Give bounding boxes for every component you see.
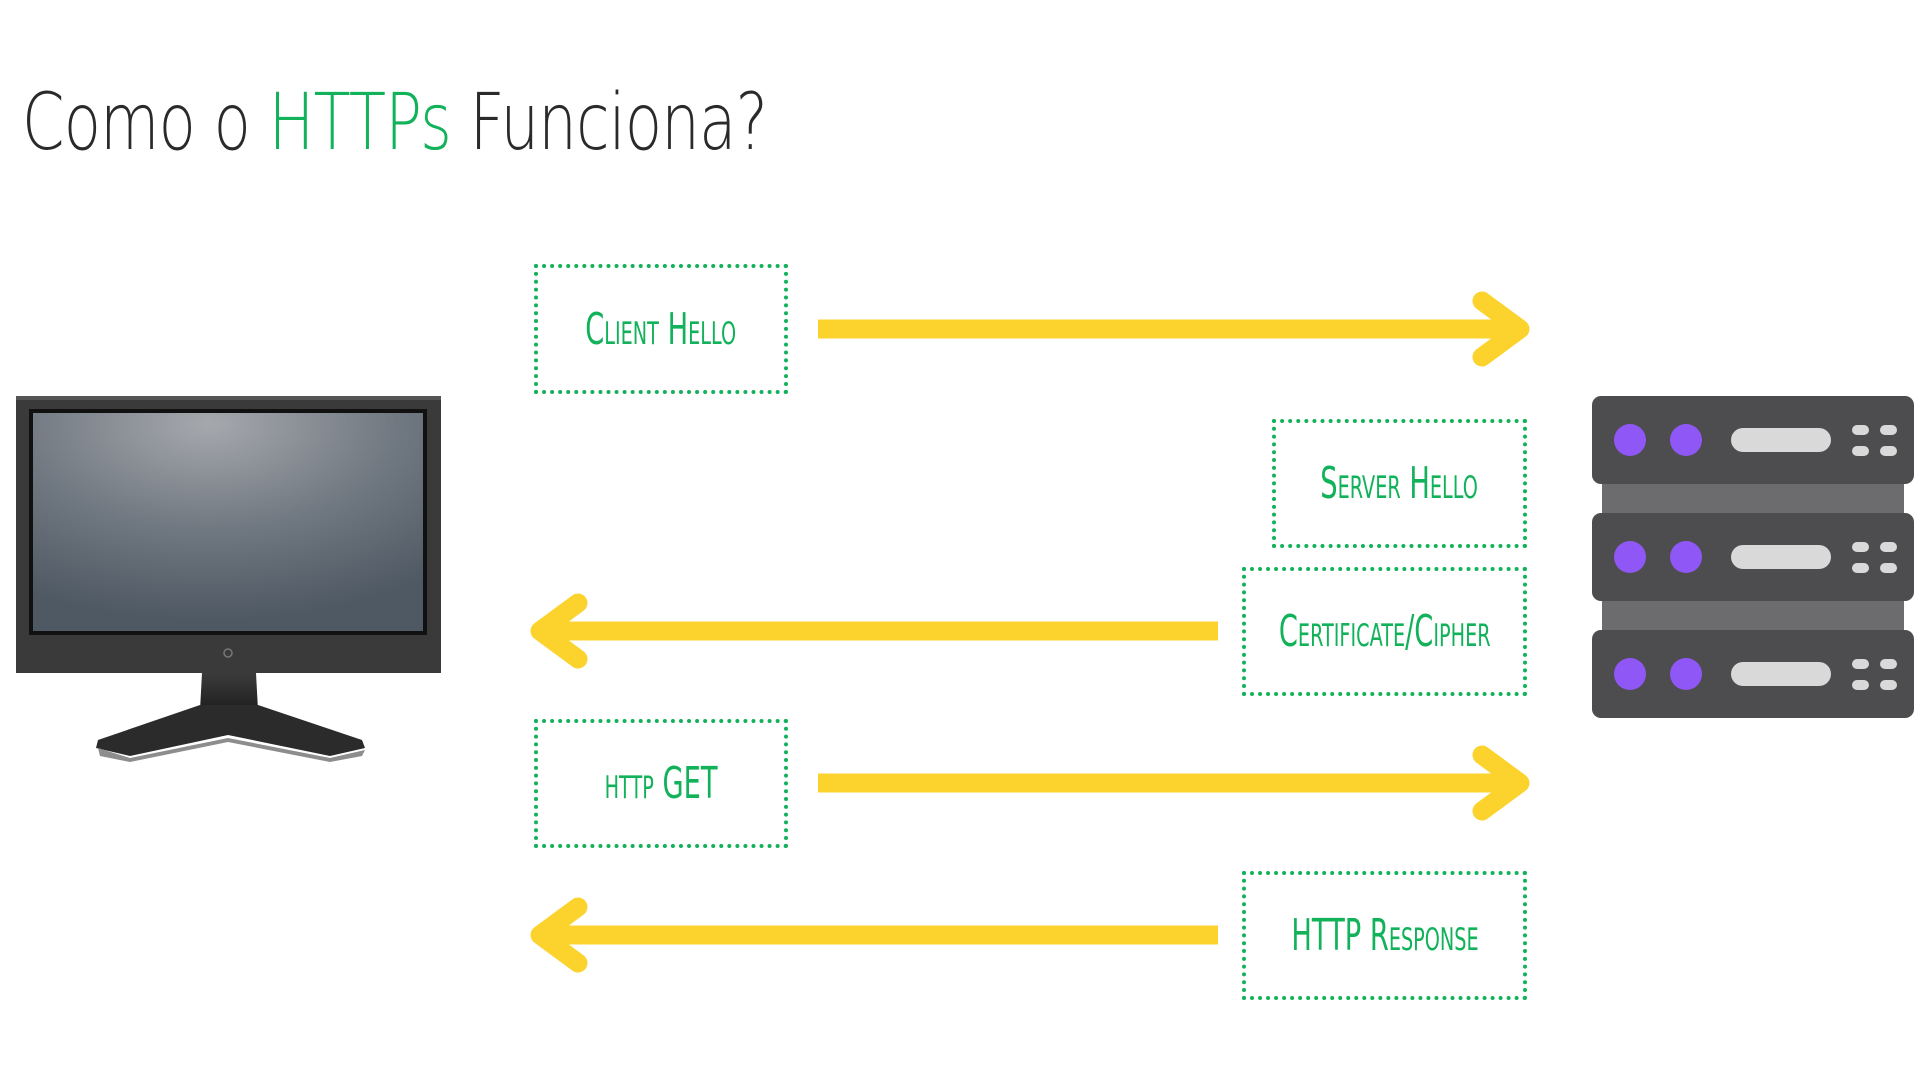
server-unit-1	[1592, 396, 1914, 484]
page-title: Como o HTTPs Funciona?	[22, 78, 768, 168]
title-prefix: Como o	[22, 78, 269, 168]
message-http-get: http GET	[534, 719, 788, 848]
message-label: Client Hello	[585, 303, 737, 355]
message-certificate-cipher: Certificate/Cipher	[1242, 567, 1527, 696]
message-client-hello: Client Hello	[534, 264, 788, 394]
server-unit-2	[1592, 513, 1914, 601]
arrow-http-get	[818, 745, 1530, 821]
message-label: Certificate/Cipher	[1278, 606, 1491, 657]
message-label: Server Hello	[1320, 458, 1479, 509]
message-label: HTTP Response	[1290, 910, 1479, 961]
message-http-response: HTTP Response	[1242, 871, 1527, 1000]
message-label: http GET	[604, 758, 718, 809]
message-server-hello: Server Hello	[1272, 419, 1527, 548]
server-unit-3	[1592, 630, 1914, 718]
arrow-client-hello	[818, 291, 1530, 367]
arrow-http-response	[530, 897, 1218, 973]
title-suffix: Funciona?	[451, 78, 768, 168]
arrow-server-hello-cert	[530, 593, 1218, 669]
title-accent: HTTPs	[268, 78, 452, 168]
